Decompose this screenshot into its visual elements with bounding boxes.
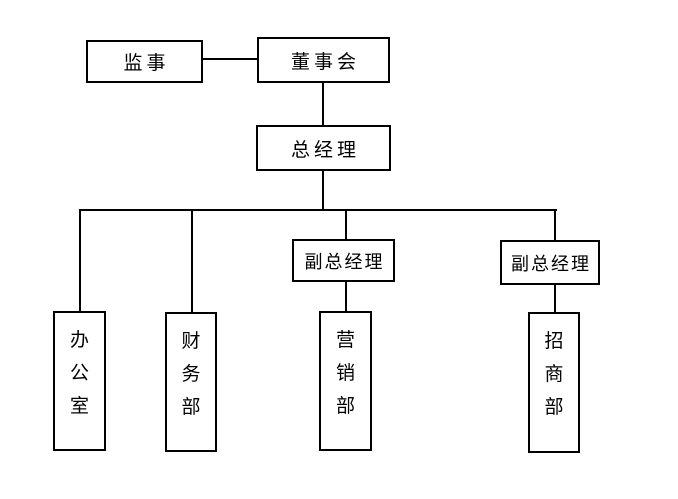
connector-supervisor-board — [203, 58, 257, 60]
node-deputy-general-manager-2: 副总经理 — [500, 240, 600, 285]
node-office: 办公室 — [53, 311, 106, 451]
connector-gm-bus — [322, 171, 324, 211]
connector-bus-deputy-gm-2 — [554, 209, 556, 242]
node-board-of-directors: 董事会 — [257, 37, 390, 83]
connector-deputy-gm-1-marketing — [345, 280, 347, 313]
node-marketing-label: 营销部 — [335, 329, 355, 417]
connector-bus-finance — [191, 209, 193, 314]
node-deputy-general-manager-1: 副总经理 — [292, 239, 395, 282]
node-investment-label: 招商部 — [544, 330, 564, 418]
node-marketing-department: 营销部 — [319, 311, 372, 451]
node-general-manager: 总经理 — [256, 125, 391, 171]
node-supervisor: 监事 — [86, 40, 203, 83]
node-office-label: 办公室 — [69, 329, 89, 417]
connector-bus-office — [79, 209, 81, 313]
node-finance-department: 财务部 — [165, 312, 217, 452]
connector-bus-line — [79, 209, 557, 211]
connector-deputy-gm-2-investment — [554, 283, 556, 314]
node-finance-label: 财务部 — [181, 330, 201, 418]
node-investment-department: 招商部 — [528, 312, 580, 453]
connector-board-gm — [322, 83, 324, 125]
connector-bus-deputy-gm-1 — [345, 209, 347, 241]
